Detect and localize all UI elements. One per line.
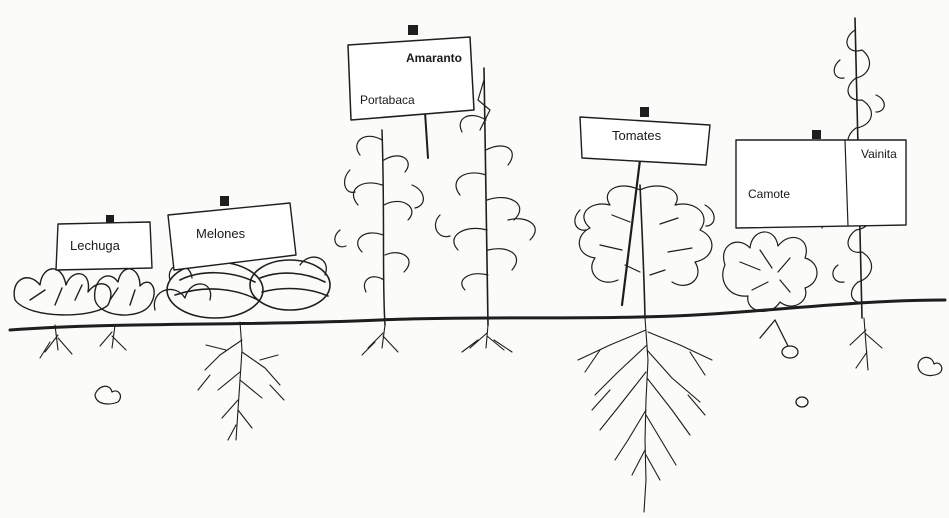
sign-label-melones: Melones [196, 226, 246, 241]
sign-label-portabaca: Portabaca [360, 93, 415, 107]
lettuce-leaves [14, 269, 154, 315]
sign-amaranto-portabaca: Amaranto Portabaca [348, 25, 474, 158]
lettuce-roots [40, 325, 126, 358]
camote-tubers [760, 320, 808, 407]
tomato-stem [640, 185, 645, 318]
portabaca-leaves [335, 136, 424, 292]
sign-label-camote: Camote [748, 187, 790, 201]
sign-camote-vainita: Vainita Camote [736, 130, 906, 228]
plant-melones [154, 257, 330, 440]
sign-melones: Melones [168, 196, 296, 270]
soil-pebbles [95, 357, 942, 404]
vainita-roots [850, 318, 882, 370]
plant-tomates [575, 160, 714, 512]
sign-label-lechuga: Lechuga [70, 238, 121, 253]
sign-label-tomates: Tomates [612, 128, 662, 143]
plant-lechuga [14, 269, 154, 358]
melon-fruit [167, 260, 330, 318]
tomato-foliage [575, 186, 714, 285]
tomato-stake [622, 160, 640, 305]
portabaca-roots [362, 325, 398, 355]
sign-label-amaranto: Amaranto [406, 51, 462, 65]
camote-foliage [723, 215, 824, 311]
sign-lechuga: Lechuga [56, 215, 152, 270]
sign-label-vainita: Vainita [861, 147, 897, 161]
amaranto-roots [462, 325, 512, 352]
tomato-roots [578, 318, 712, 512]
sign-tomates: Tomates [580, 107, 710, 165]
melon-roots [198, 322, 284, 440]
